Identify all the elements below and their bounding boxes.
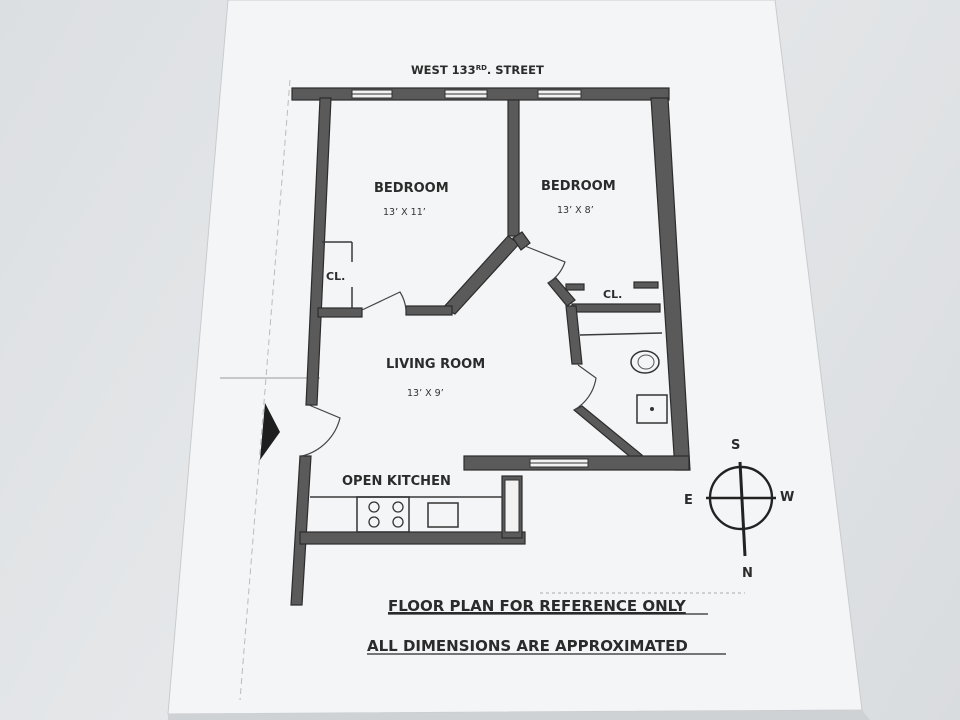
stove-icon — [356, 496, 410, 533]
paper-shadow — [168, 710, 870, 720]
kitchen-label: OPEN KITCHEN — [342, 474, 451, 489]
compass-s: S — [731, 438, 740, 453]
bath-left-wall — [565, 305, 583, 365]
angled-wall-stub — [512, 231, 531, 251]
compass-w: W — [780, 490, 794, 505]
closet1-label: CL. — [326, 270, 345, 283]
toilet-icon — [630, 350, 660, 374]
top-wall — [291, 87, 670, 101]
bedroom1-label: BEDROOM — [374, 181, 449, 196]
street-label: WEST 133RD. STREET — [411, 63, 544, 77]
closet2-label: CL. — [603, 288, 622, 301]
closet1-bottom-wall — [317, 307, 363, 318]
bath-top-wall — [571, 303, 661, 313]
bedroom1-door — [361, 291, 407, 311]
kitchen-bottom-wall — [299, 531, 526, 545]
left-wall-lower — [290, 455, 312, 606]
closet2-top-right — [633, 281, 659, 289]
right-wall — [650, 97, 691, 471]
compass-icon: S N E W — [684, 438, 794, 581]
bath-angled-wall — [572, 405, 644, 461]
living-room-dims: 13’ X 9’ — [407, 388, 444, 399]
bedroom1-dims: 13’ X 11’ — [383, 207, 426, 218]
closet1 — [322, 241, 353, 308]
entrance-arrow-icon — [260, 403, 280, 460]
compass-e: E — [684, 493, 693, 508]
sink-icon — [636, 394, 668, 424]
bedroom2-label: BEDROOM — [541, 179, 616, 194]
bedroom2-door — [524, 245, 566, 284]
bedroom2-dims: 13’ X 8’ — [557, 205, 594, 216]
kitchen-sink-icon — [427, 502, 459, 528]
bath-door — [573, 364, 597, 411]
compass-n: N — [742, 566, 753, 581]
left-wall-upper — [305, 97, 332, 406]
living-room-label: LIVING ROOM — [386, 357, 485, 372]
note-dimensions: ALL DIMENSIONS ARE APPROXIMATED — [367, 637, 688, 655]
guide-line — [239, 79, 291, 701]
closet2-top-left — [565, 283, 585, 291]
note-reference: FLOOR PLAN FOR REFERENCE ONLY — [388, 597, 687, 615]
bedroom1-bottom-wall — [405, 305, 453, 316]
bedroom-divider-wall — [507, 99, 520, 237]
entry-door — [301, 404, 341, 457]
